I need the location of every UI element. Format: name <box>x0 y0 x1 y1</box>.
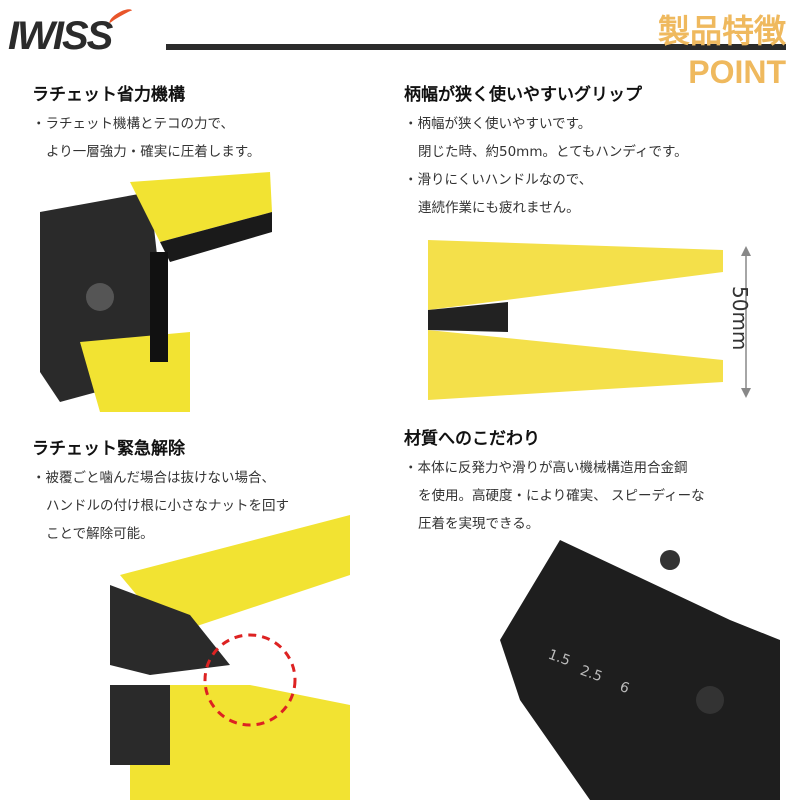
iwiss-logo: IWISS <box>8 14 113 58</box>
text-line: 圧着を実現できる。 <box>418 516 540 532</box>
section-title-release: ラチェット緊急解除 <box>32 439 185 459</box>
feature-title: 製品特徴 <box>657 12 786 50</box>
text-line: ・柄幅が狭く使いやすいです。 <box>404 116 592 132</box>
text-line: ことで解除可能。 <box>46 526 154 542</box>
crimp-jaw-image <box>500 540 780 800</box>
text-line: 連続作業にも疲れません。 <box>418 200 580 216</box>
section-title-grip: 柄幅が狭く使いやすいグリップ <box>404 85 642 105</box>
text-line: 閉じた時、約50mm。とてもハンディです。 <box>418 144 688 160</box>
grip-width-image <box>428 240 751 400</box>
section-title-ratchet: ラチェット省力機構 <box>32 85 185 105</box>
section-text-material: ・本体に反発力や滑りが高い機械構造用合金鋼 を使用。高硬度・により確実、 スピー… <box>404 454 705 538</box>
text-line: より一層強力・確実に圧着します。 <box>46 144 261 160</box>
text-line: ・本体に反発力や滑りが高い機械構造用合金鋼 <box>404 460 688 476</box>
logo-swoosh <box>107 6 135 28</box>
text-line: を使用。高硬度・により確実、 スピーディーな <box>418 488 705 504</box>
text-line: ・ラチェット機構とテコの力で、 <box>32 116 234 132</box>
header-rule <box>166 44 786 50</box>
grip-width-label: 50mm <box>728 286 752 351</box>
section-text-ratchet: ・ラチェット機構とテコの力で、 より一層強力・確実に圧着します。 <box>32 110 260 166</box>
ratchet-release-image <box>110 515 350 800</box>
text-line: ・被覆ごと噛んだ場合は抜けない場合、 <box>32 470 275 486</box>
section-text-grip: ・柄幅が狭く使いやすいです。 閉じた時、約50mm。とてもハンディです。 ・滑り… <box>404 110 688 222</box>
ratchet-mechanism-image <box>40 172 272 412</box>
text-line: ・滑りにくいハンドルなので、 <box>404 172 593 188</box>
text-line: ハンドルの付け根に小さなナットを回す <box>46 498 289 514</box>
section-text-release: ・被覆ごと噛んだ場合は抜けない場合、 ハンドルの付け根に小さなナットを回す こと… <box>32 464 289 548</box>
point-label: POINT <box>688 54 786 90</box>
section-title-material: 材質へのこだわり <box>404 429 540 449</box>
